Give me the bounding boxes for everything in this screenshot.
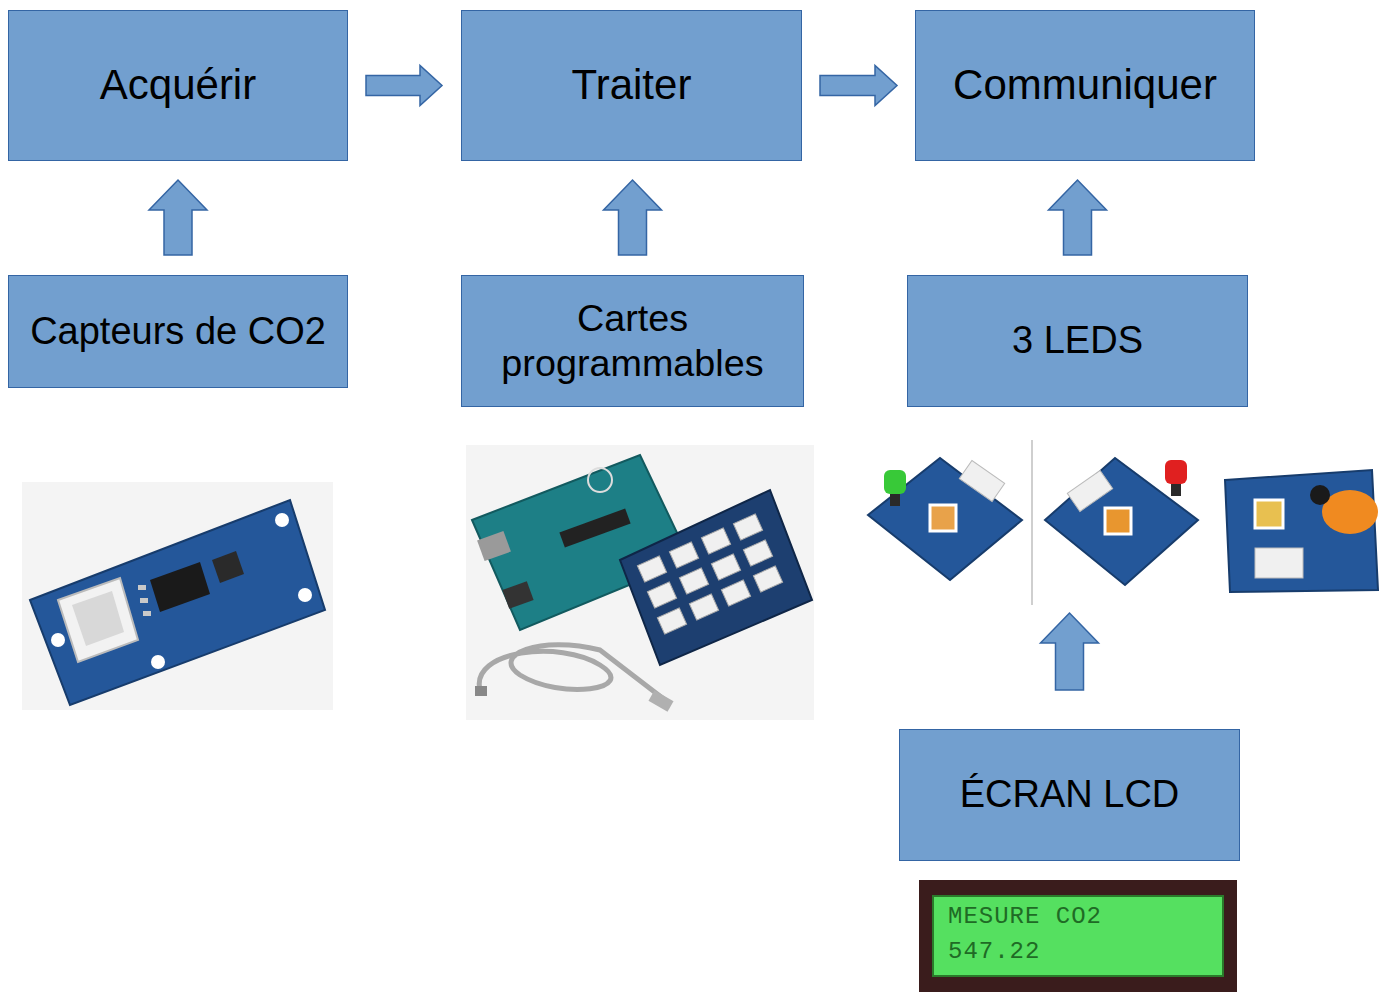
block-arrow <box>1049 180 1107 255</box>
box-label: Traiter <box>572 60 692 110</box>
block-arrow <box>366 66 442 106</box>
box-label: 3 LEDS <box>1012 318 1143 364</box>
process-box: Capteurs de CO2 <box>8 275 348 388</box>
block-arrow <box>149 180 207 255</box>
block-arrow <box>604 180 662 255</box>
led-pictures <box>868 440 1378 605</box>
process-box: Traiter <box>461 10 802 161</box>
block-arrow <box>1041 613 1099 690</box>
box-label: Communiquer <box>953 60 1217 110</box>
lcd-picture <box>919 880 1237 992</box>
box-label: Cartes programmables <box>470 296 795 387</box>
process-box: Acquérir <box>8 10 348 161</box>
box-label: ÉCRAN LCD <box>960 772 1180 818</box>
block-arrow <box>820 66 897 106</box>
process-box: ÉCRAN LCD <box>899 729 1240 861</box>
lcd-text: MESURE CO2 <box>948 903 1102 930</box>
co2-sensor-picture <box>22 482 333 710</box>
box-label: Capteurs de CO2 <box>30 309 326 355</box>
box-label: Acquérir <box>100 60 256 110</box>
process-box: Communiquer <box>915 10 1255 161</box>
process-box: 3 LEDS <box>907 275 1248 407</box>
process-box: Cartes programmables <box>461 275 804 407</box>
lcd-text: 547.22 <box>948 938 1040 965</box>
arduino-picture <box>466 445 814 720</box>
